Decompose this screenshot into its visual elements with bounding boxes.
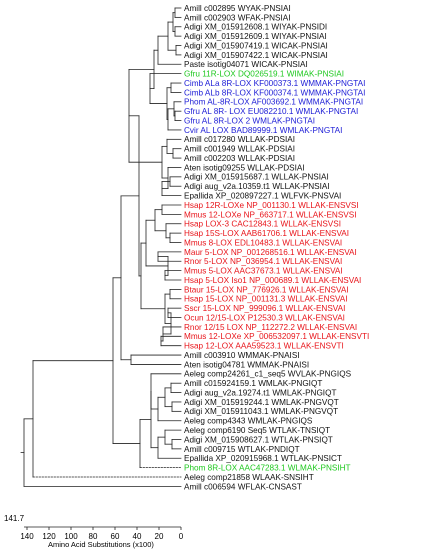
leaf-label: Amill c006594 WFLAK-CNSAST bbox=[184, 482, 302, 491]
leaf-label: Phom AL-8R-LOX AF003692.1 WMMAK-PNGTAI bbox=[184, 98, 363, 107]
axis-tick-label: 120 bbox=[42, 532, 56, 541]
leaf-label: Adigi aug_v2a.19274.t1 WMLAK-PNGIQT bbox=[184, 388, 336, 397]
leaf-label: Aeleg comp24261_c1_seq5 WVLAK-PNGIQS bbox=[184, 370, 352, 379]
leaf-label: Aeleg comp6190 Seq5 WTLAK-TNSIQT bbox=[184, 426, 330, 435]
leaf-label: Mmus 12-LOXe NP_663717.1 WLLAK-ENSVSI bbox=[184, 210, 356, 219]
axis-tick-label: 20 bbox=[155, 532, 164, 541]
leaf-label: Btaur 15-LOX NP_776926.1 WLLAK-ENSVAI bbox=[184, 285, 349, 294]
leaf-label: Aten isotig09255 WLLAK-PDSIAI bbox=[184, 163, 305, 172]
leaf-label: Mmus 12-LOXe XP_006532097.1 WLLAK-ENSVTI bbox=[184, 332, 369, 341]
leaf-label: Adigi XM_015907422.1 WICAK-PNSIAI bbox=[184, 51, 328, 60]
leaf-label: Amill c003910 WMMAK-PNAISI bbox=[184, 351, 300, 360]
leaf-label: Adigi XM_015908627.1 WTLAK-PNSIQT bbox=[184, 435, 333, 444]
leaf-label: Amill c017280 WLLAK-PDSIAI bbox=[184, 135, 295, 144]
leaf-label: Mmus 5-LOX AAC37673.1 WLLAK-ENSVAI bbox=[184, 267, 343, 276]
leaf-label: Amill c002895 WYAK-PNSIAI bbox=[184, 4, 291, 13]
leaf-label: Amill c002903 WFAK-PNSIAI bbox=[184, 13, 290, 22]
root-distance-label: 141.7 bbox=[4, 514, 25, 523]
leaf-label: Adigi XM_015911043.1 WMLAK-PNGVQT bbox=[184, 407, 338, 416]
leaf-label: Hsap 5-LOX Iso1 NP_000689.1 WLLAK-ENSVAI bbox=[184, 276, 361, 285]
leaf-label: Adigi XM_015912608.1 WIYAK-PNSIDI bbox=[184, 23, 327, 32]
leaf-label: Adigi XM_015907419.1 WICAK-PNSIAI bbox=[184, 41, 328, 50]
leaf-label: Hsap 15S-LOX AAB61706.1 WLLAK-ENSVAI bbox=[184, 229, 349, 238]
leaf-label: Gfru AL 8R-LOX 2 WMLAK-PNGTAI bbox=[184, 116, 315, 125]
leaf-label: Epallida XP_020897227.1 WLFVK-PNSVAI bbox=[184, 192, 341, 201]
leaf-label: Epallida XP_020915968.1 WTLAK-PNSICT bbox=[184, 454, 342, 463]
leaf-label: Amill c002203 WLLAK-PDSIAI bbox=[184, 154, 295, 163]
leaf-label: Phom 8R-LOX AAC47283.1 WLMAK-PNSIHT bbox=[184, 464, 351, 473]
axis-tick-labels: 140 120 100 80 60 40 20 0 bbox=[20, 532, 183, 541]
leaf-label: Sscr 15-LOX NP_999096.1 WLLAK-ENSVAI bbox=[184, 304, 345, 313]
leaf-label: Hsap LOX-3 CAC12843.1 WLLAK-ENSVSI bbox=[184, 220, 341, 229]
axis-tick-label: 140 bbox=[20, 532, 34, 541]
axis-tick-label: 40 bbox=[133, 532, 142, 541]
leaf-label: Adigi aug_v2a.10359.t1 WLLAK-PNSIAI bbox=[184, 182, 330, 191]
leaf-label: Aten isotig04781 WMMAK-PNAISI bbox=[184, 360, 309, 369]
axis-tick-label: 80 bbox=[89, 532, 98, 541]
leaf-label: Adigi XM_015912609.1 WIYAK-PNSIAI bbox=[184, 32, 327, 41]
leaf-label: Aeleg comp21858 WLAAK-SNSIHT bbox=[184, 473, 314, 482]
leaf-label: Rnor 12/15 LOX NP_112272.2 WLLAK-ENSVAI bbox=[184, 323, 357, 332]
distance-axis bbox=[24, 526, 182, 530]
leaf-label: Amill c001949 WLLAK-PDSIAI bbox=[184, 145, 295, 154]
leaf-label: Cvir AL LOX BAD89999.1 WMLAK-PNGTAI bbox=[184, 126, 342, 135]
leaf-label: Hsap 15-LOX NP_001131.3 WLLAK-ENSVAI bbox=[184, 295, 348, 304]
leaf-label: Ocun 12/15-LOX P12530.3 WLLAK-ENSVAI bbox=[184, 313, 345, 322]
leaf-label: Adigi XM_015919244.1 WMLAK-PNGVQT bbox=[184, 398, 339, 407]
leaf-label: Aeleg comp4343 WMLAK-PNGIQS bbox=[184, 417, 313, 426]
axis-tick-label: 0 bbox=[179, 532, 184, 541]
leaf-label: Amill c015924159.1 WMLAK-PNGIQT bbox=[184, 379, 322, 388]
leaf-label: Mmus 8-LOX EDL10483.1 WLLAK-ENSVAI bbox=[184, 238, 342, 247]
axis-title: Amino Acid Substitutions (x100) bbox=[48, 540, 154, 549]
leaf-label: Hsap 12-LOX AAA59523.1 WLLAK-ENSVTI bbox=[184, 342, 344, 351]
leaf-label: Rnor 5-LOX NP_036954.1 WLLAK-ENSVAI bbox=[184, 257, 342, 266]
leaf-label: Hsap 12R-LOXe NP_001130.1 WLLAK-ENSVSI bbox=[184, 201, 359, 210]
tree-branches bbox=[20, 7, 182, 487]
axis-tick-label: 60 bbox=[111, 532, 120, 541]
leaf-label: Amill c009715 WTLAK-PNDIQT bbox=[184, 445, 300, 454]
leaf-label: Paste isotig04071 WICAK-PNSIAI bbox=[184, 60, 308, 69]
leaf-label: Adigi XM_015915687.1 WLLAK-PNSIAI bbox=[184, 173, 329, 182]
leaf-label: Cimb ALa 8R-LOX KF000373.1 WMMAK-PNGTAI bbox=[184, 79, 365, 88]
leaf-label: Gfru AL 8R- LOX EU082210.1 WMLAK-PNGTAI bbox=[184, 107, 358, 116]
leaf-label: Maur 5-LOX NP_001268516.1 WLLAK-ENSVAI bbox=[184, 248, 357, 257]
axis-tick-label: 100 bbox=[64, 532, 78, 541]
leaf-label: Gfru 11R-LOX DQ026519.1 WIMAK-PNSIAI bbox=[184, 70, 344, 79]
leaf-label: Cimb ALb 8R-LOX KF000374.1 WMMAK-PNGTAI bbox=[184, 88, 365, 97]
